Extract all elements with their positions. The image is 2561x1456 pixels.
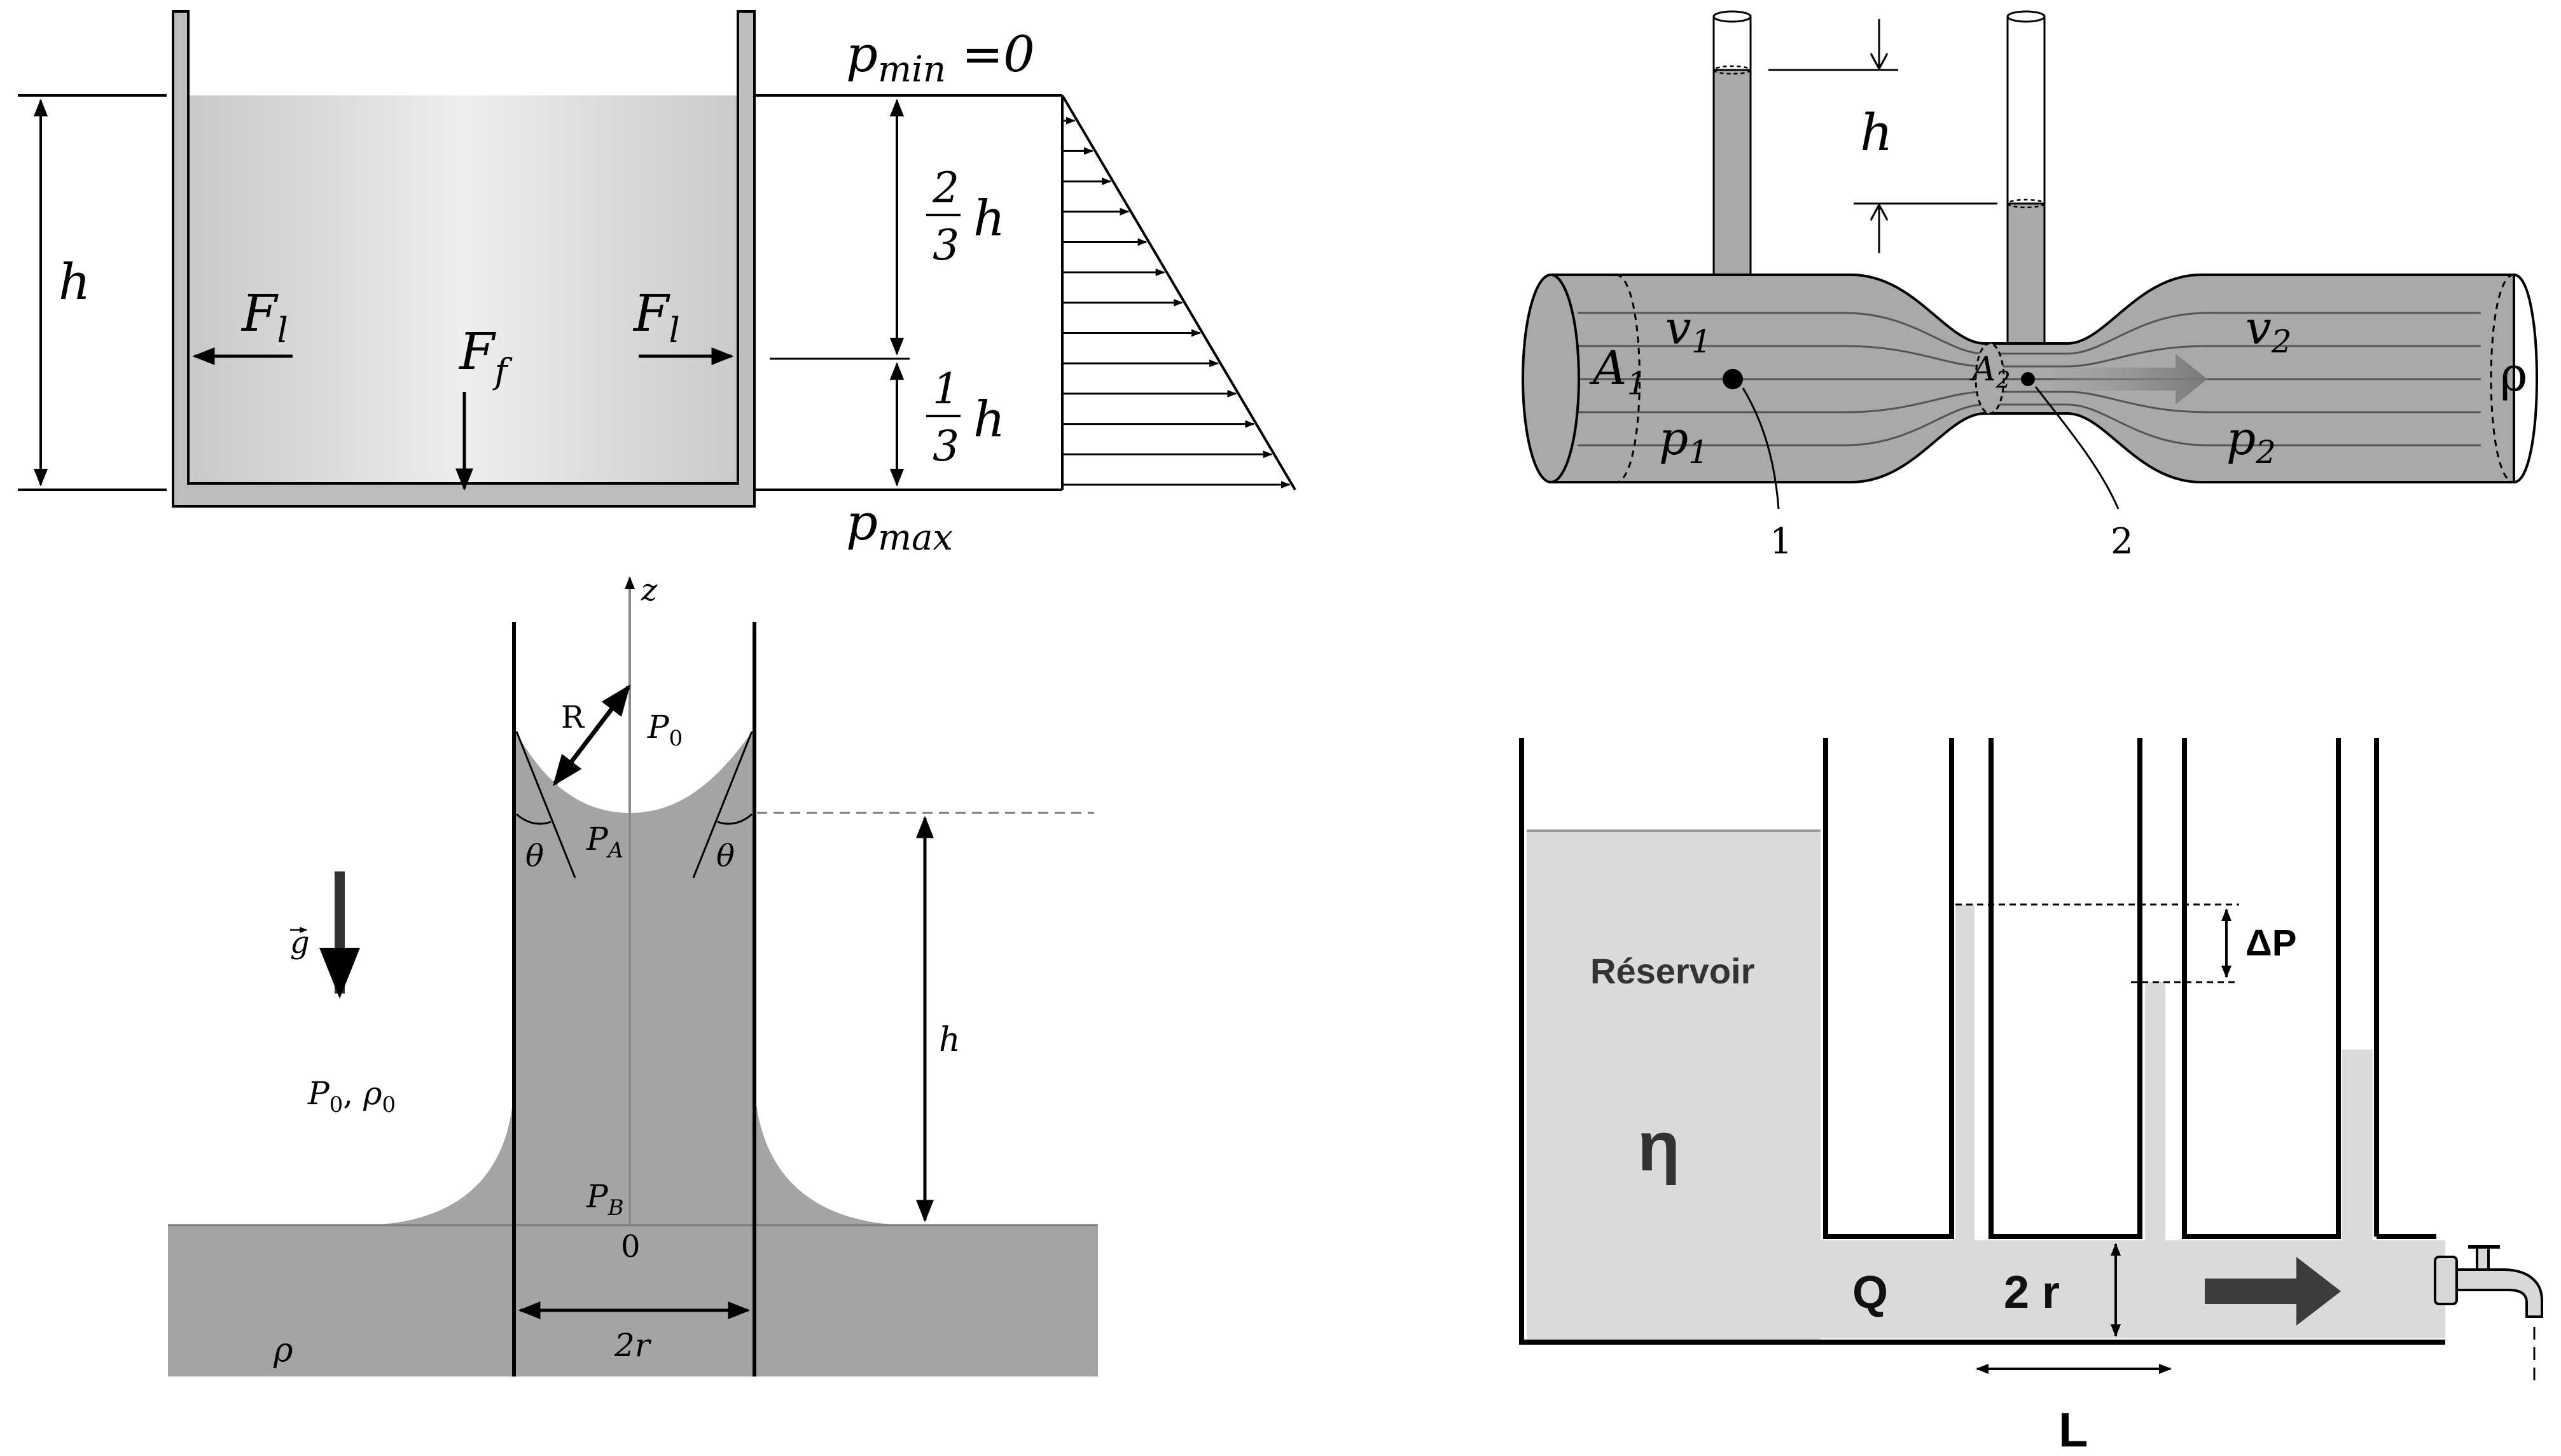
piezometer-tube-2-cap [2006, 10, 2046, 23]
poiseuille-walls [1519, 738, 2445, 1345]
contact-angle-right [692, 731, 753, 878]
p-max-label: pmax [846, 494, 953, 558]
capillary-height-label: h [939, 1021, 961, 1059]
contact-angle-left [515, 731, 576, 878]
piezometer-tube-1-meniscus [1712, 65, 1752, 75]
origin-label: 0 [621, 1229, 641, 1265]
lateral-force-left-label: Fl [240, 284, 288, 350]
contact-angle-left-label: θ [525, 838, 544, 874]
p-zero-label: P0 [647, 709, 683, 751]
capillary-panel: z h R P0 PA PB θ θ g P0, ρ0 0 2r ρ [168, 572, 1098, 1376]
venturi-density-label: ρ [2500, 347, 2528, 402]
venturi-throat-section [1975, 342, 2005, 415]
length-label: L [2058, 1403, 2088, 1456]
venturi-flow-arrow [2055, 354, 2207, 405]
ambient-label: P0, ρ0 [307, 1075, 396, 1118]
diameter-label: 2r [614, 1327, 652, 1364]
svg-text:1: 1 [933, 364, 959, 413]
tank-water [188, 95, 746, 483]
capillary-liquid [369, 728, 903, 1225]
venturi-point-2-label: 2 [2111, 521, 2134, 562]
lateral-force-right-label: Fl [632, 284, 680, 350]
flow-rate-label: Q [1852, 1267, 1888, 1318]
piezometer-tube-1-fluid [1712, 69, 1752, 285]
venturi-point-2-leader [2034, 386, 2120, 510]
faucet-icon [2434, 1245, 2543, 1380]
pressure-distribution-diagram [1061, 94, 1296, 491]
liquid-bath [168, 1225, 1098, 1376]
contact-angle-right-label: θ [716, 838, 735, 874]
reservoir-water [1527, 831, 1821, 1340]
pressure-arrows [1062, 116, 1291, 489]
radius-arrow [553, 684, 630, 786]
viscosity-label: η [1637, 1107, 1680, 1186]
poiseuille-flow-arrow [2205, 1257, 2341, 1326]
piezometer-tube-1-top [1712, 15, 1752, 71]
venturi-panel: h 1 2 A1 A2 v1 v2 p1 p2 ρ [1522, 10, 2538, 562]
upper-fraction-label: 2 3 h [926, 163, 1005, 270]
venturi-pressure-2-label: p2 [2226, 412, 2276, 471]
svg-text:h: h [973, 391, 1005, 448]
venturi-left-end [1522, 274, 1580, 483]
venturi-velocity-2-label: v2 [2245, 301, 2292, 360]
venturi-point-1-leader [1742, 387, 1780, 510]
p-min-label: pmin =0 [846, 26, 1035, 90]
tube-3-fluid [2342, 1050, 2373, 1240]
hydrostatic-tank-panel: h Fl Fl Ff pmin =0 pmax 2 3 h 1 3 h [18, 10, 1296, 558]
venturi-point-1-label: 1 [1770, 521, 1793, 562]
venturi-point-2-dot [2021, 372, 2035, 386]
delta-p-label: ΔP [2245, 922, 2296, 964]
venturi-area-2-label: A2 [1969, 350, 2010, 394]
venturi-velocity-1-label: v1 [1665, 301, 1712, 360]
tank-height-label: h [59, 254, 90, 311]
svg-text:3: 3 [933, 422, 959, 471]
venturi-h-label: h [1860, 103, 1893, 162]
liquid-density-label: ρ [273, 1331, 293, 1369]
venturi-pressure-1-label: p1 [1659, 412, 1709, 471]
venturi-right-section [2490, 274, 2515, 483]
tube-2-fluid [2145, 982, 2165, 1240]
lower-fraction-label: 1 3 h [926, 364, 1005, 471]
svg-text:2: 2 [932, 163, 959, 212]
piezometer-tube-2-top [2006, 15, 2046, 205]
p-a-label: PA [586, 821, 623, 863]
reservoir-label: Réservoir [1590, 951, 1754, 991]
radius-label: R [561, 700, 585, 735]
venturi-right-end [2513, 274, 2538, 483]
piezometer-tube-2-meniscus [2006, 198, 2046, 209]
z-axis-label: z [641, 572, 658, 608]
svg-text:3: 3 [933, 221, 959, 270]
venturi-area-1-label: A1 [1589, 341, 1647, 402]
tank-walls [172, 10, 756, 508]
tube-1-fluid [1955, 905, 1975, 1240]
piezometer-tube-2-fluid [2006, 202, 2046, 357]
venturi-section-1 [1615, 274, 1641, 483]
svg-text:h: h [973, 190, 1005, 247]
radius-label: 2 r [2004, 1267, 2060, 1318]
poiseuille-panel: ΔP Réservoir η Q 2 r L [1519, 738, 2543, 1456]
piezometer-tube-1-cap [1712, 10, 1752, 23]
venturi-point-1-dot [1723, 369, 1743, 389]
p-b-label: PB [586, 1178, 624, 1221]
